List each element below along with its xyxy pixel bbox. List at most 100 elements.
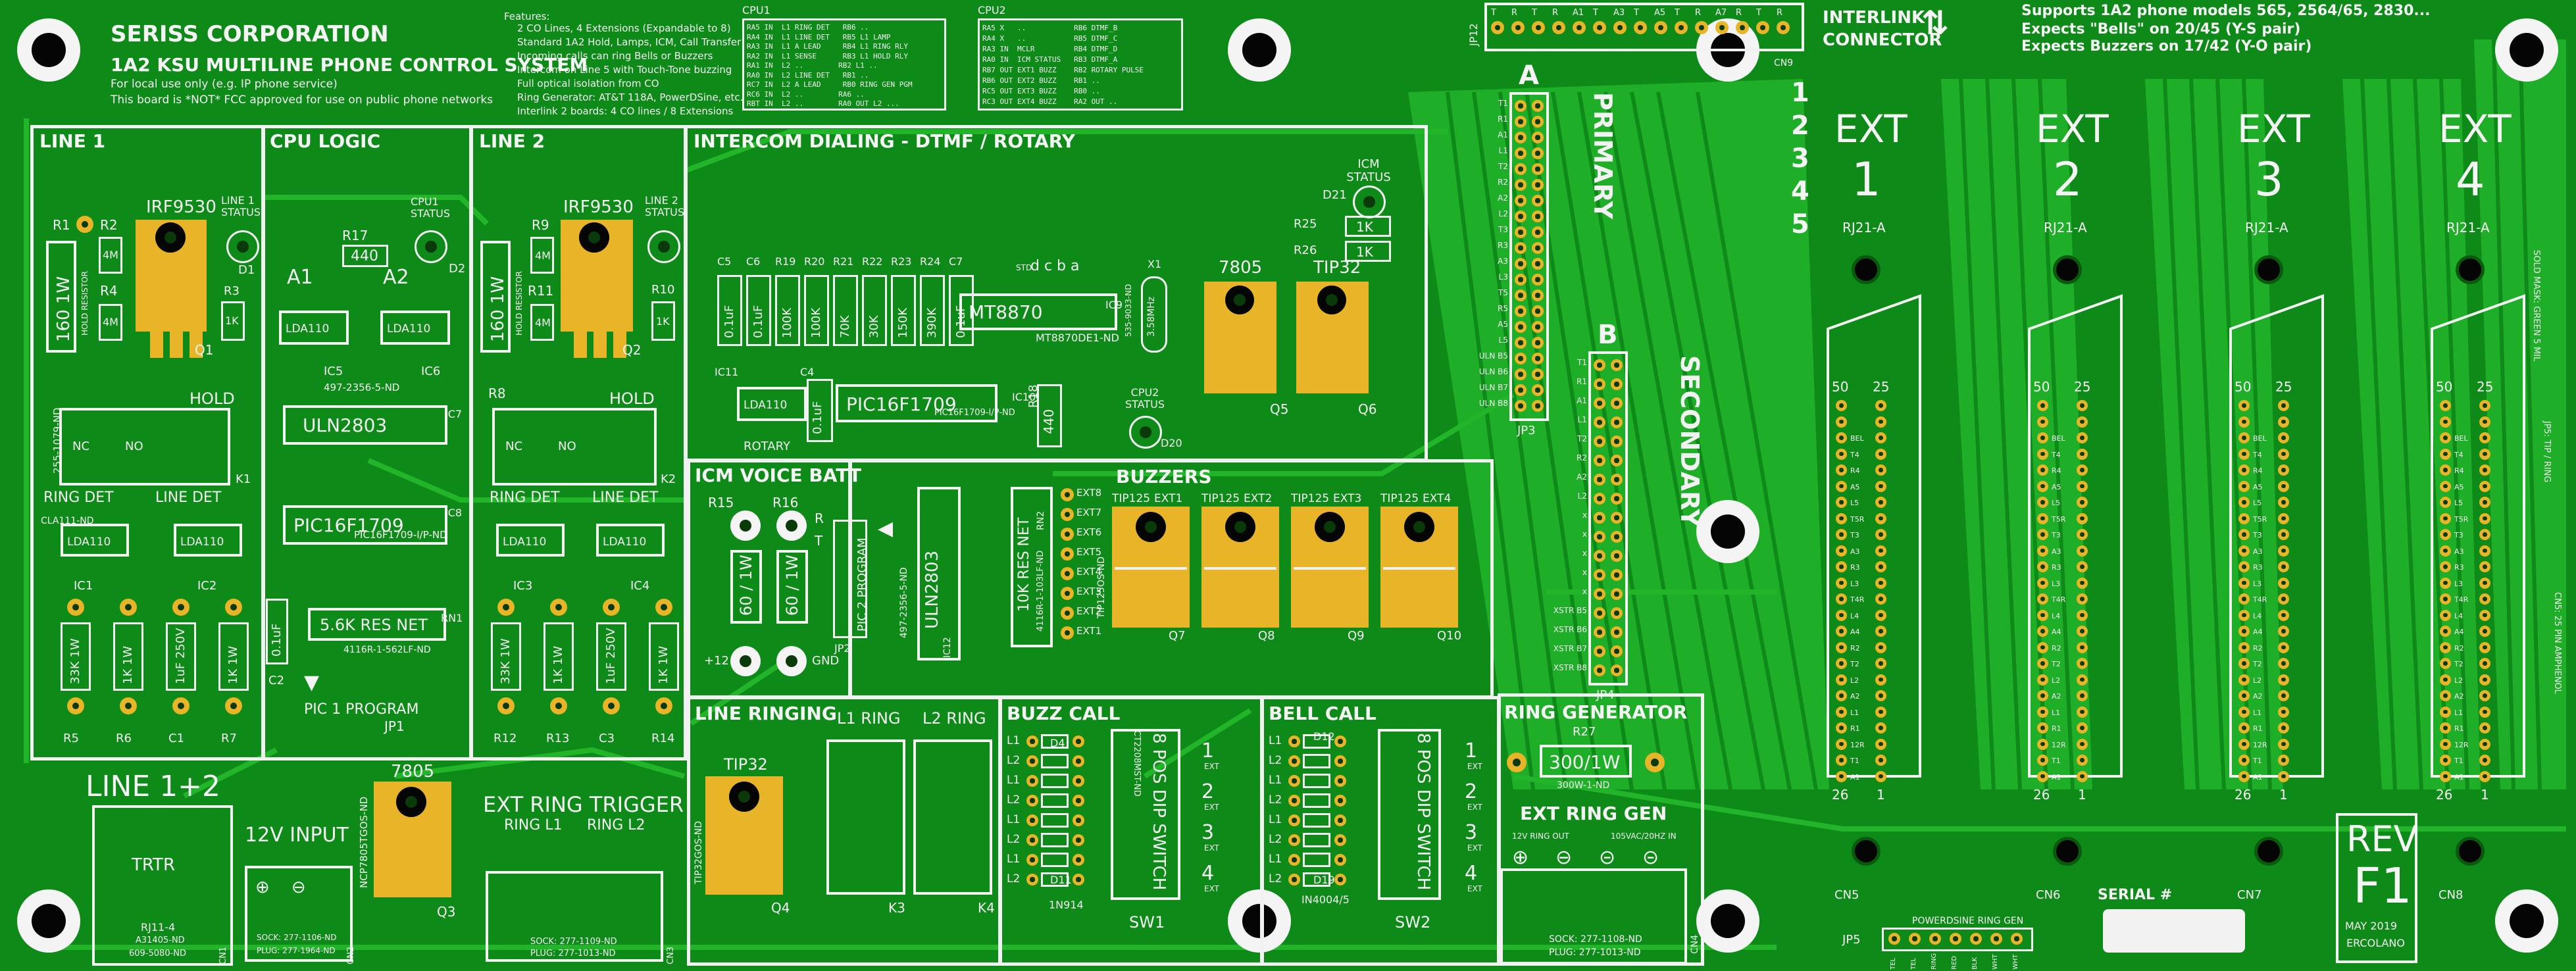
pad <box>2278 738 2289 750</box>
pad <box>1288 795 1300 807</box>
q6-label: Q6 <box>1358 401 1377 417</box>
connector-hole <box>2254 837 2283 866</box>
pad <box>2238 448 2250 460</box>
dip-ext-label: EXT <box>1204 843 1219 853</box>
rj21-pin-label: L1 <box>2454 708 2463 717</box>
terminal-symbol: ⊝ <box>1642 846 1659 869</box>
mt8870-ic9: MT8870 <box>959 293 1117 330</box>
header-pin-label: L2 <box>1577 491 1587 501</box>
rj21-pin26: 26 <box>1832 787 1849 803</box>
cpu1-pin-row: RA3 IN L1 A LEAD RB4 L1 RING RLY <box>747 42 909 51</box>
passive-component <box>746 275 771 346</box>
resistor-r25: 1K <box>1345 216 1391 237</box>
pad <box>1073 735 1084 747</box>
pad <box>2278 400 2289 411</box>
d11-label: D11 <box>1050 874 1072 886</box>
cpu1-status-led <box>415 230 447 263</box>
header-pin-label: T3 <box>1498 225 1508 234</box>
pad <box>1073 795 1084 807</box>
ring-in-label: 105VAC/20HZ IN <box>1611 832 1677 841</box>
supports-note-1: Supports 1A2 phone models 565, 2564/65, … <box>2021 3 2431 19</box>
pad <box>1532 147 1544 159</box>
rj21-pin-label: L4 <box>2253 611 2262 620</box>
dip-switch-sw1[interactable] <box>1111 729 1180 900</box>
k2-label: K2 <box>661 472 676 486</box>
rj21-label: RJ21-A <box>2044 220 2087 236</box>
cpu2-table-label: CPU2 <box>978 4 1006 16</box>
pad <box>1026 814 1038 826</box>
rj21-pin-label: L5 <box>1850 499 1859 507</box>
pad <box>2479 755 2490 766</box>
rj21-pin25: 25 <box>2275 379 2292 395</box>
pad <box>2077 658 2088 669</box>
pad <box>1515 274 1527 286</box>
rj21-pin-label: T5R <box>1850 514 1865 524</box>
k1-label: K1 <box>236 472 251 486</box>
pad <box>1593 21 1606 34</box>
rj21-pin-label: T1 <box>2253 757 2262 765</box>
dip-ext-number: 3 <box>1465 821 1478 844</box>
pad <box>1334 795 1346 807</box>
pad <box>1532 179 1544 191</box>
pad <box>172 599 189 616</box>
pad <box>1594 531 1605 543</box>
ext-title: EXT <box>2237 107 2310 151</box>
resistor-value: 1K 1W <box>657 645 670 684</box>
diode-line-label: L2 <box>1269 754 1282 767</box>
rj21-pin-label: L3 <box>2454 579 2463 588</box>
cpu2-pin-row: RA0 IN ICM STATUS RB3 DTMF_A <box>982 55 1118 64</box>
uln2-label: ULN2803 <box>922 550 942 629</box>
rj21-pin-label: A5 <box>2253 482 2263 491</box>
pad <box>1654 21 1667 34</box>
diode <box>1303 872 1330 887</box>
pad <box>2479 448 2490 460</box>
c4-label: C4 <box>800 366 815 378</box>
header-pin-label: R5 <box>1498 304 1508 313</box>
bell-call-heading: BELL CALL <box>1269 703 1376 724</box>
pad <box>1836 755 1847 766</box>
cpu2-status-label: CPU2 STATUS <box>1124 386 1165 411</box>
rj21-pin-label: R4 <box>2253 466 2263 475</box>
header-pin-label: R3 <box>1498 241 1508 250</box>
pad <box>120 599 137 616</box>
header-pin-label: A1 <box>1498 130 1508 139</box>
rj21-pin-label: A5 <box>2052 482 2061 491</box>
dip-switch-sw2[interactable] <box>1378 729 1441 900</box>
pad <box>2440 593 2451 605</box>
header-pin-label: A5 <box>1498 320 1508 329</box>
pad <box>1288 834 1300 846</box>
pad <box>1836 464 1847 476</box>
rj11-label: RJ11-4 <box>141 921 176 934</box>
pad <box>1836 545 1847 557</box>
pad <box>2238 577 2250 589</box>
pad <box>2077 609 2088 621</box>
a1-label: A1 <box>287 266 313 289</box>
rj21-pin-label: L1 <box>2253 708 2262 717</box>
pad <box>2037 641 2048 653</box>
rj21-pin-label: L4 <box>1850 611 1859 620</box>
pad <box>1836 561 1847 572</box>
pad <box>1026 775 1038 787</box>
reg-7805-label: 7805 <box>1219 258 1263 278</box>
pad <box>2479 658 2490 669</box>
cpu1-pin-row: RA5 IN L1 RING DET RB6 .. <box>747 23 869 32</box>
company-name: SERISS CORPORATION <box>111 21 389 47</box>
rj11-part-2: 609-5080-ND <box>129 949 187 959</box>
header-pin-label: XSTR B8 <box>1553 663 1587 672</box>
dip-ext-label: EXT <box>1467 884 1482 893</box>
icm-status-led <box>1353 186 1386 218</box>
r4-value: 4M <box>103 316 118 328</box>
resistor-r18 <box>1037 384 1062 447</box>
rj21-connector-outline <box>2028 294 2123 778</box>
cpu2-pin-row: RC3 OUT EXT4 BUZZ RA2 OUT .. <box>982 97 1118 106</box>
pad <box>1594 436 1605 447</box>
resistor <box>113 622 143 691</box>
pad <box>1875 561 1886 572</box>
connector-hole <box>1852 255 1881 284</box>
pad <box>1515 100 1527 112</box>
feature-line: 2 CO Lines, 4 Extensions (Expandable to … <box>517 22 731 34</box>
ext-title: EXT <box>2036 107 2109 151</box>
pad <box>2238 464 2250 476</box>
pad <box>1875 738 1886 750</box>
pic16f1709-ic10: PIC16F1709 <box>836 384 998 422</box>
